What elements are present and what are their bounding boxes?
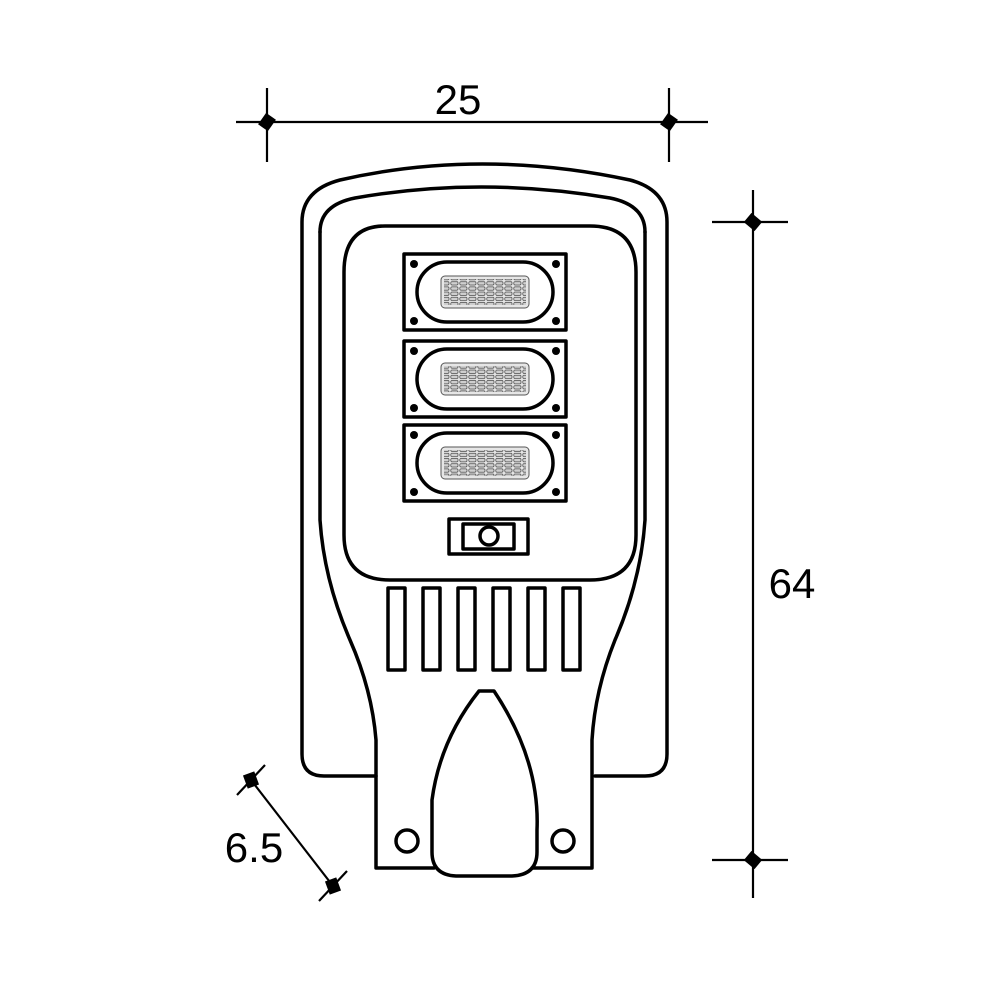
led-module-1 (402, 252, 568, 332)
width-label: 25 (435, 76, 482, 123)
mounting-hole-right-icon (550, 828, 576, 854)
led-chip-grid-icon (444, 450, 526, 476)
led-module-2 (402, 339, 568, 419)
led-chip-grid-icon (444, 279, 526, 305)
vent-slots (386, 586, 582, 672)
led-chip-grid-icon (444, 366, 526, 392)
height-label: 64 (769, 560, 816, 607)
mounting-hole-left-icon (394, 828, 420, 854)
depth-dimension: 6.5 (225, 764, 348, 902)
depth-label: 6.5 (225, 824, 283, 871)
height-dimension: 64 (712, 190, 815, 898)
width-dimension: 25 (236, 76, 708, 162)
pole-mount-bracket (430, 689, 539, 878)
led-module-3 (402, 423, 568, 503)
light-sensor-icon (447, 517, 530, 556)
body-neck-outline (318, 230, 436, 870)
outer-housing-outline (300, 162, 669, 778)
inner-rim-outline (318, 185, 647, 234)
body-neck-outline-right (530, 230, 647, 870)
lamp-panel (342, 224, 638, 582)
